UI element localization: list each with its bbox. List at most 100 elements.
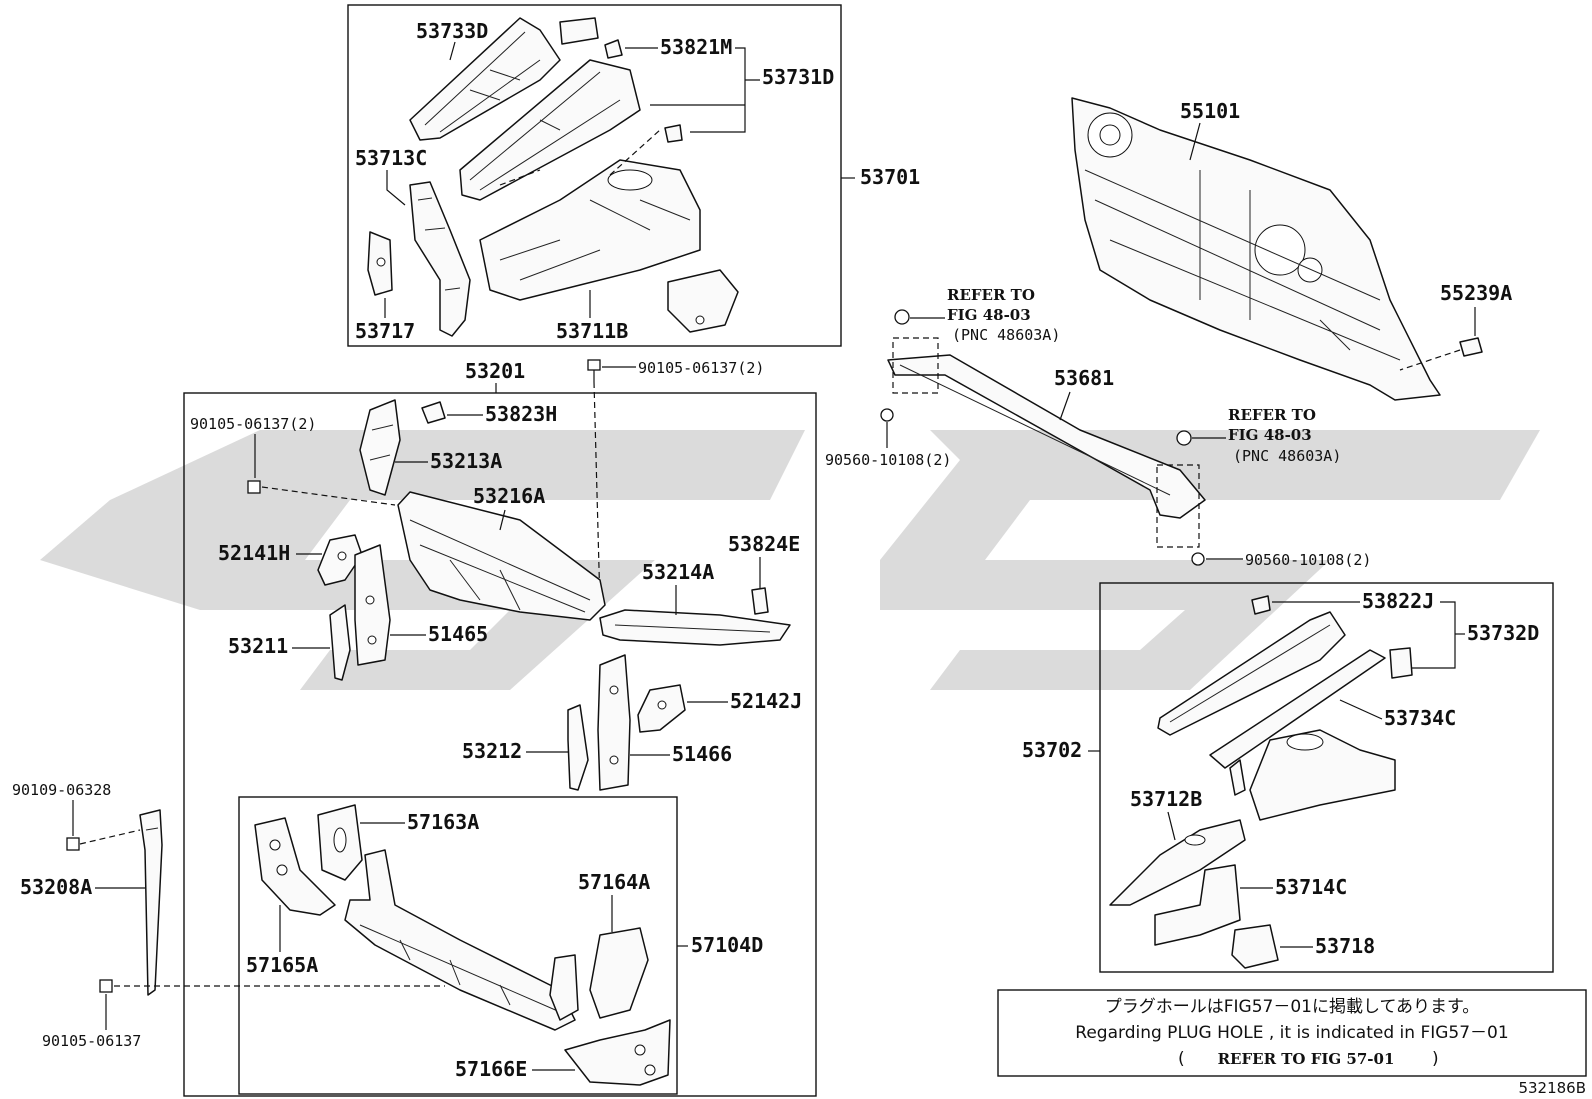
nut-icon xyxy=(1176,430,1192,446)
fastener-90109-06328: 90109-06328 xyxy=(12,781,111,799)
label-55101: 55101 xyxy=(1180,99,1240,123)
label-53201: 53201 xyxy=(465,359,525,383)
label-57104D: 57104D xyxy=(691,933,763,957)
label-53718: 53718 xyxy=(1315,934,1375,958)
label-57164A: 57164A xyxy=(578,870,650,894)
part-53212-drawing xyxy=(567,704,589,791)
fastener-90105-06137-a: 90105-06137(2) xyxy=(638,359,764,377)
part-53213A-drawing xyxy=(359,399,401,496)
part-53712B-drawing xyxy=(1109,819,1246,906)
group-box-53201 xyxy=(183,392,817,1097)
part-inner-apron-drawing xyxy=(1229,729,1396,821)
part-51465-drawing xyxy=(354,544,391,666)
refer-1-line2: FIG 48-03 xyxy=(947,306,1031,324)
label-53717: 53717 xyxy=(355,319,415,343)
part-52142J-drawing xyxy=(637,684,686,733)
label-57166E: 57166E xyxy=(455,1057,527,1081)
label-53733D: 53733D xyxy=(416,19,488,43)
label-51465: 51465 xyxy=(428,622,488,646)
refer-block-1: REFER TO FIG 48-03 (PNC 48603A) xyxy=(880,286,1060,422)
label-52141H: 52141H xyxy=(218,541,290,565)
part-53714C-drawing xyxy=(1154,864,1241,946)
note-english: Regarding PLUG HOLE , it is indicated in… xyxy=(1075,1023,1508,1043)
part-53718-drawing xyxy=(1231,924,1279,969)
part-53216A-drawing xyxy=(397,491,606,621)
part-53823H-drawing xyxy=(421,401,446,424)
label-53212: 53212 xyxy=(462,739,522,763)
label-57165A: 57165A xyxy=(246,953,318,977)
part-53734C-drawing xyxy=(1209,649,1386,769)
part-53732D-drawing xyxy=(1157,611,1413,736)
part-55101-drawing xyxy=(1071,97,1483,401)
label-53702: 53702 xyxy=(1022,738,1082,762)
note-refer-close: ) xyxy=(1432,1049,1439,1069)
refer-2-line1: REFER TO xyxy=(1228,406,1316,424)
fastener-90560-10108-b: 90560-10108(2) xyxy=(1245,551,1371,569)
part-53681-drawing xyxy=(887,354,1206,519)
part-53713C-drawing xyxy=(409,181,471,337)
label-53216A: 53216A xyxy=(473,484,545,508)
washer-icon xyxy=(1191,552,1205,566)
part-52141H-drawing xyxy=(317,534,363,586)
note-refer-open: ( xyxy=(1178,1049,1185,1069)
nut-icon xyxy=(894,309,910,325)
fastener-90560-10108-a: 90560-10108(2) xyxy=(825,451,951,469)
label-53712B: 53712B xyxy=(1130,787,1202,811)
fastener-90105-06137-c: 90105-06137 xyxy=(42,1032,141,1050)
refer-block-2: REFER TO FIG 48-03 (PNC 48603A) xyxy=(1156,406,1341,566)
bolt-icon xyxy=(247,480,261,494)
part-57164A-drawing xyxy=(549,927,649,1021)
label-53713C: 53713C xyxy=(355,146,427,170)
label-53681: 53681 xyxy=(1054,366,1114,390)
part-57104D-drawing xyxy=(344,849,576,1031)
label-53214A: 53214A xyxy=(642,560,714,584)
label-53701: 53701 xyxy=(860,165,920,189)
label-55239A: 55239A xyxy=(1440,281,1512,305)
refer-2-line2: FIG 48-03 xyxy=(1228,426,1312,444)
bolt-icon xyxy=(66,837,80,851)
figure-id: 532186B xyxy=(1518,1079,1586,1097)
part-53711B-drawing xyxy=(479,159,739,333)
part-53731D-drawing xyxy=(459,59,683,201)
part-53822J-drawing xyxy=(1251,595,1271,615)
bolt-icon xyxy=(99,979,113,993)
label-51466: 51466 xyxy=(672,742,732,766)
part-57166E-drawing xyxy=(564,1019,671,1086)
label-53208A: 53208A xyxy=(20,875,92,899)
label-53823H: 53823H xyxy=(485,402,557,426)
bolt-icon xyxy=(587,359,601,371)
label-53732D: 53732D xyxy=(1467,621,1539,645)
fastener-90105-06137-b: 90105-06137(2) xyxy=(190,415,316,433)
refer-1-line1: REFER TO xyxy=(947,286,1035,304)
group-box-53701 xyxy=(347,4,842,347)
part-57163A-drawing xyxy=(317,804,363,881)
note-japanese: プラグホールはFIG57－01に掲載してあります。 xyxy=(1105,997,1480,1017)
label-53714C: 53714C xyxy=(1275,875,1347,899)
label-53213A: 53213A xyxy=(430,449,502,473)
label-57163A: 57163A xyxy=(407,810,479,834)
part-51466-drawing xyxy=(597,654,631,791)
part-53733D-drawing xyxy=(409,17,561,141)
refer-1-line3: (PNC 48603A) xyxy=(952,326,1060,344)
part-53208A-drawing xyxy=(139,809,163,996)
part-53717-drawing xyxy=(367,231,393,296)
part-53211-drawing xyxy=(329,604,351,681)
label-53731D: 53731D xyxy=(762,65,834,89)
part-53824E-drawing xyxy=(751,587,769,615)
part-53821M-drawing xyxy=(559,17,623,59)
label-53821M: 53821M xyxy=(660,35,732,59)
note-refer: REFER TO FIG 57-01 xyxy=(1218,1050,1395,1068)
group-box-53702 xyxy=(1099,582,1554,973)
part-53214A-drawing xyxy=(599,609,791,646)
label-53824E: 53824E xyxy=(728,532,800,556)
label-53822J: 53822J xyxy=(1362,589,1434,613)
bolt-top xyxy=(587,359,601,382)
refer-2-line3: (PNC 48603A) xyxy=(1233,447,1341,465)
note-box xyxy=(997,989,1587,1077)
label-53711B: 53711B xyxy=(556,319,628,343)
part-57165A-drawing xyxy=(254,817,336,916)
washer-icon xyxy=(880,408,894,422)
label-53734C: 53734C xyxy=(1384,706,1456,730)
